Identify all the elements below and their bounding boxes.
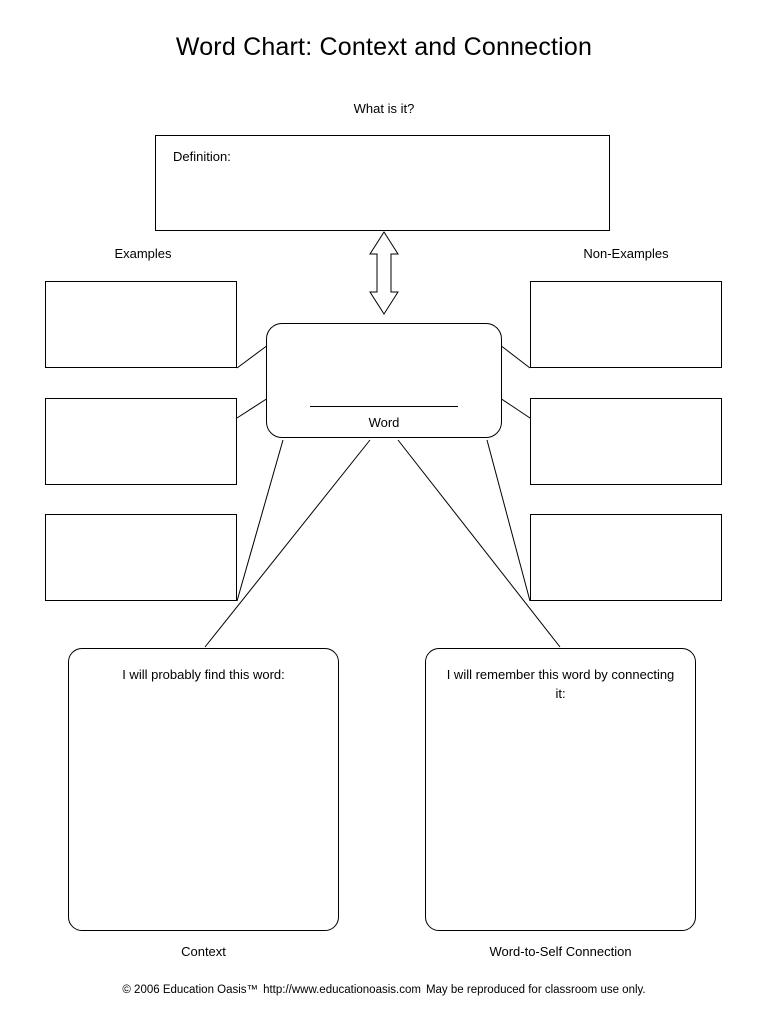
word-box[interactable] bbox=[266, 323, 502, 438]
footer-copyright: © 2006 Education Oasis™ bbox=[122, 984, 259, 996]
examples-label: Examples bbox=[114, 246, 172, 261]
non-example-box-3[interactable] bbox=[530, 514, 722, 601]
word-write-line bbox=[310, 406, 458, 407]
non-example-box-2[interactable] bbox=[530, 398, 722, 485]
word-to-self-caption: Word-to-Self Connection bbox=[489, 944, 632, 959]
example-box-1[interactable] bbox=[45, 281, 237, 368]
footer: © 2006 Education Oasis™ http://www.educat… bbox=[0, 984, 768, 996]
example-box-3[interactable] bbox=[45, 514, 237, 601]
context-prompt: I will probably find this word: bbox=[122, 667, 285, 682]
word-to-self-box[interactable]: I will remember this word by connecting … bbox=[425, 648, 696, 931]
example-box-2[interactable] bbox=[45, 398, 237, 485]
footer-url: http://www.educationoasis.com bbox=[263, 984, 421, 996]
non-example-box-1[interactable] bbox=[530, 281, 722, 368]
page-title: Word Chart: Context and Connection bbox=[175, 33, 593, 61]
what-is-it-label: What is it? bbox=[353, 101, 415, 116]
double-arrow-icon bbox=[369, 231, 399, 315]
definition-box[interactable]: Definition: bbox=[155, 135, 610, 231]
non-examples-label: Non-Examples bbox=[583, 246, 669, 261]
word-label: Word bbox=[368, 415, 400, 430]
word-to-self-prompt: I will remember this word by connecting … bbox=[446, 667, 675, 701]
definition-label: Definition: bbox=[173, 149, 231, 164]
context-caption: Context bbox=[181, 944, 226, 959]
context-box[interactable]: I will probably find this word: bbox=[68, 648, 339, 931]
footer-rights: May be reproduced for classroom use only… bbox=[425, 984, 646, 996]
